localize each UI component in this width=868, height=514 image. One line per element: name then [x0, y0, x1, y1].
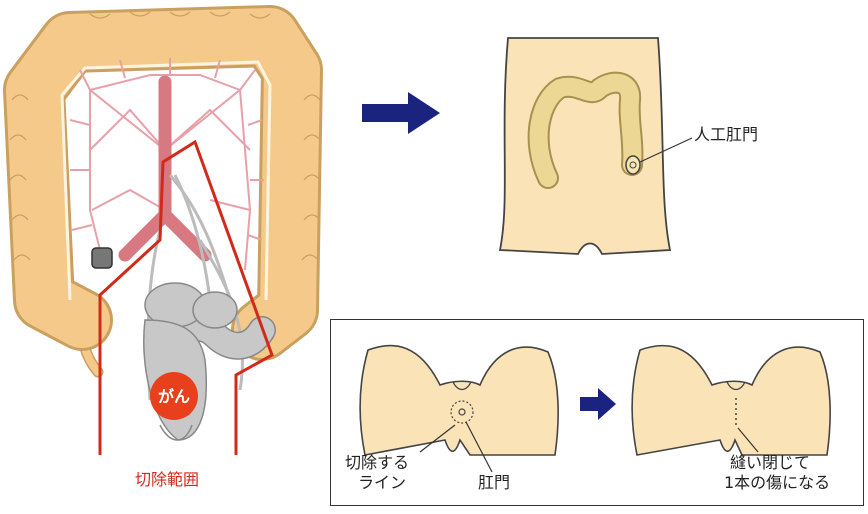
arrow-right-icon-small: [580, 388, 616, 420]
perineum-after: [631, 344, 831, 456]
ileum-end: [91, 247, 113, 269]
cut-line-label-2: ライン: [358, 473, 407, 492]
perineum-panel: [330, 319, 864, 506]
perineum-before: [359, 344, 559, 473]
cancer-label: がん: [157, 387, 190, 406]
result-label-1: 縫い閉じて: [730, 453, 811, 472]
resection-range-label: 切除範囲: [135, 470, 200, 489]
cut-line-label-1: 切除する: [345, 453, 410, 472]
resection-line: [98, 139, 274, 455]
torso-stoma: [498, 37, 693, 255]
aorta: [118, 75, 212, 262]
result-label-2: 1本の傷になる: [724, 473, 831, 492]
arrow-right-icon: [362, 92, 440, 134]
tumor: [150, 372, 198, 420]
stoma-label: 人工肛門: [694, 125, 759, 144]
stoma: [625, 155, 641, 175]
colon-anatomy: [3, 5, 323, 455]
anus-label: 肛門: [478, 473, 511, 492]
